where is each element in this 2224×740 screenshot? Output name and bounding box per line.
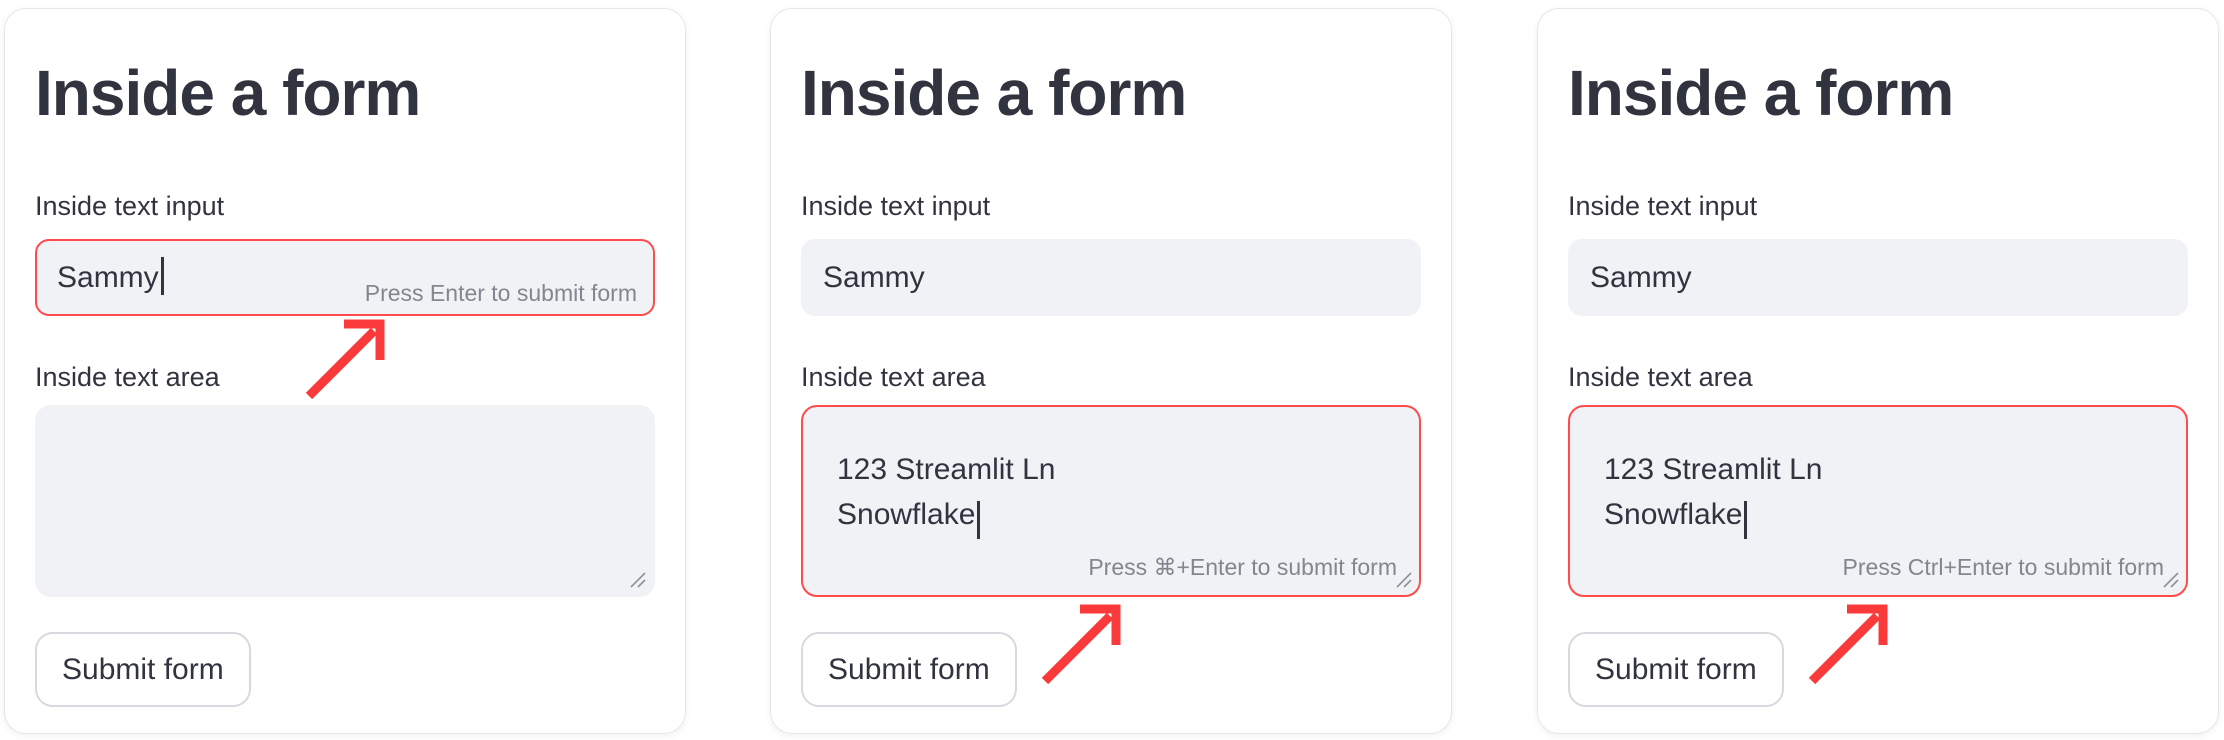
text-area[interactable]: 123 Streamlit Ln Snowflake Press ⌘+Enter… <box>801 405 1421 597</box>
submit-form-button[interactable]: Submit form <box>35 632 251 707</box>
text-area-value: 123 Streamlit Ln Snowflake <box>837 453 1056 531</box>
red-arrow-annotation-icon <box>1808 604 1888 685</box>
resize-handle-icon[interactable] <box>1392 568 1414 590</box>
form-card: Inside a form Inside text input Sammy In… <box>1537 8 2219 734</box>
text-input-label: Inside text input <box>35 191 225 221</box>
enter-to-submit-hint: Press Ctrl+Enter to submit form <box>1842 554 2164 580</box>
text-input-label: Inside text input <box>801 191 991 221</box>
text-input[interactable]: Sammy Press Enter to submit form <box>35 239 655 316</box>
text-cursor <box>977 501 981 540</box>
form-card: Inside a form Inside text input Sammy In… <box>770 8 1452 734</box>
text-area[interactable]: 123 Streamlit Ln Snowflake Press Ctrl+En… <box>1568 405 2188 597</box>
resize-handle-icon[interactable] <box>2159 568 2181 590</box>
text-area[interactable] <box>35 405 655 597</box>
text-input[interactable]: Sammy <box>801 239 1421 316</box>
text-input-value: Sammy <box>57 260 159 294</box>
text-cursor <box>160 256 164 295</box>
text-area-label: Inside text area <box>35 362 220 392</box>
text-input-value: Sammy <box>1590 260 1692 294</box>
text-area-value: 123 Streamlit Ln Snowflake <box>1604 453 1823 531</box>
form-title: Inside a form <box>1568 57 1954 129</box>
text-input[interactable]: Sammy <box>1568 239 2188 316</box>
submit-form-button[interactable]: Submit form <box>1568 632 1784 707</box>
submit-form-button[interactable]: Submit form <box>801 632 1017 707</box>
text-input-value: Sammy <box>823 260 925 294</box>
text-area-label: Inside text area <box>1568 362 1753 392</box>
red-arrow-annotation-icon <box>305 319 385 400</box>
form-card: Inside a form Inside text input Sammy Pr… <box>4 8 686 734</box>
resize-handle-icon[interactable] <box>626 568 648 590</box>
text-input-label: Inside text input <box>1568 191 1758 221</box>
red-arrow-annotation-icon <box>1041 604 1121 685</box>
enter-to-submit-hint: Press Enter to submit form <box>364 280 637 306</box>
form-title: Inside a form <box>35 57 421 129</box>
text-cursor <box>1744 501 1748 540</box>
form-title: Inside a form <box>801 57 1187 129</box>
enter-to-submit-hint: Press ⌘+Enter to submit form <box>1088 554 1397 580</box>
text-area-label: Inside text area <box>801 362 986 392</box>
